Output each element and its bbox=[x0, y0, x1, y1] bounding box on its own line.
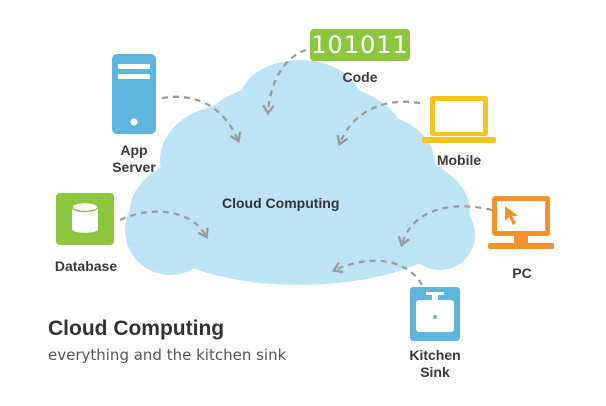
pc-label: PC bbox=[512, 265, 532, 281]
kitchen-sink-icon bbox=[410, 287, 460, 341]
kitchen-sink-label: Kitchen Sink bbox=[409, 347, 461, 380]
arrow-pc-to-cloud bbox=[397, 205, 493, 248]
server-icon bbox=[112, 54, 156, 134]
cloud-label: Cloud Computing bbox=[222, 195, 340, 211]
binary-code-badge: 101011 bbox=[310, 29, 410, 61]
arrow-code-to-cloud bbox=[262, 48, 307, 116]
database-label: Database bbox=[54, 258, 118, 274]
arrow-database-to-cloud bbox=[119, 210, 209, 240]
desktop-computer-icon bbox=[488, 196, 554, 249]
footer-title: Cloud Computing bbox=[48, 317, 225, 340]
arrow-app-server-to-cloud bbox=[161, 95, 242, 144]
code-label: Code bbox=[342, 69, 378, 85]
laptop-icon bbox=[422, 96, 496, 143]
footer-subtitle: everything and the kitchen sink bbox=[48, 346, 287, 364]
app-server-label: App Server bbox=[112, 142, 156, 175]
cloud-shape bbox=[125, 60, 475, 285]
database-icon bbox=[56, 193, 114, 245]
mobile-label: Mobile bbox=[436, 152, 482, 168]
arrow-mobile-to-cloud bbox=[336, 100, 421, 147]
